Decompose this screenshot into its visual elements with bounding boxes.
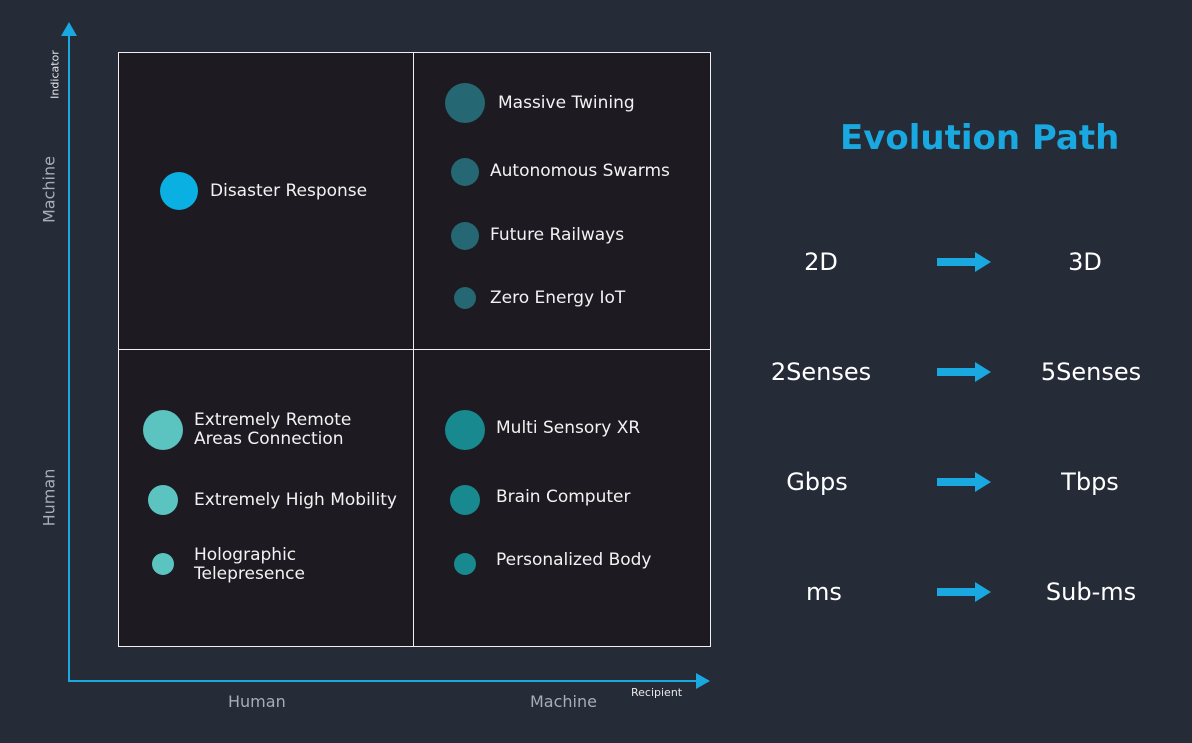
- massive-twining-label: Massive Twining: [498, 93, 635, 113]
- extremely-remote-areas-label: Extremely Remote Areas Connection: [194, 411, 351, 449]
- multi-sensory-xr-dot: [445, 410, 485, 450]
- evolution-row-3-to: Tbps: [1061, 468, 1119, 496]
- y-axis-machine-label: Machine: [39, 156, 59, 223]
- evolution-row-1-to: 3D: [1068, 248, 1102, 276]
- holographic-telepresence-label: Holographic Telepresence: [194, 546, 305, 584]
- arrow-right-icon: [937, 252, 993, 272]
- y-axis-arrow-icon: [61, 22, 77, 36]
- brain-computer-label: Brain Computer: [496, 487, 631, 507]
- holographic-telepresence-label-line2: Telepresence: [194, 564, 305, 584]
- brain-computer-dot: [450, 485, 480, 515]
- multi-sensory-xr-label: Multi Sensory XR: [496, 418, 641, 438]
- x-axis-arrow-icon: [696, 673, 710, 689]
- disaster-response-dot: [160, 172, 198, 210]
- holographic-telepresence-label-line1: Holographic: [194, 545, 297, 565]
- x-axis-human-label: Human: [228, 692, 286, 711]
- future-railways-label: Future Railways: [490, 225, 625, 245]
- future-railways-dot: [451, 222, 479, 250]
- evolution-row-4-from: ms: [806, 578, 842, 606]
- arrow-right-icon: [937, 362, 993, 382]
- evolution-path-title: Evolution Path: [840, 118, 1120, 158]
- personalized-body-label: Personalized Body: [496, 550, 652, 570]
- evolution-row-2-from: 2Senses: [770, 358, 872, 386]
- extremely-remote-areas-dot: [143, 410, 183, 450]
- personalized-body-dot: [454, 553, 476, 575]
- arrow-right-icon: [937, 582, 993, 602]
- x-axis-line: [68, 680, 700, 682]
- autonomous-swarms-label: Autonomous Swarms: [490, 161, 670, 181]
- x-axis-recipient-label: Recipient: [631, 686, 683, 699]
- evolution-row-2-to: 5Senses: [1040, 358, 1142, 386]
- y-axis-line: [68, 32, 70, 682]
- extremely-high-mobility-dot: [148, 485, 178, 515]
- y-axis-indicator-label: Indicator: [48, 50, 62, 99]
- evolution-row-3-from: Gbps: [786, 468, 848, 496]
- evolution-row-1-from: 2D: [804, 248, 838, 276]
- evolution-row-4-to: Sub-ms: [1045, 578, 1137, 606]
- zero-energy-iot-dot: [454, 287, 476, 309]
- arrow-right-icon: [937, 472, 993, 492]
- y-axis-human-label: Human: [39, 468, 59, 527]
- massive-twining-dot: [445, 83, 485, 123]
- extremely-remote-areas-label-line2: Areas Connection: [194, 429, 344, 449]
- autonomous-swarms-dot: [451, 158, 479, 186]
- holographic-telepresence-dot: [152, 553, 174, 575]
- x-axis-machine-label: Machine: [530, 692, 597, 711]
- extremely-remote-areas-label-line1: Extremely Remote: [194, 410, 352, 430]
- disaster-response-label: Disaster Response: [210, 181, 368, 201]
- zero-energy-iot-label: Zero Energy IoT: [490, 288, 626, 308]
- extremely-high-mobility-label: Extremely High Mobility: [194, 490, 397, 510]
